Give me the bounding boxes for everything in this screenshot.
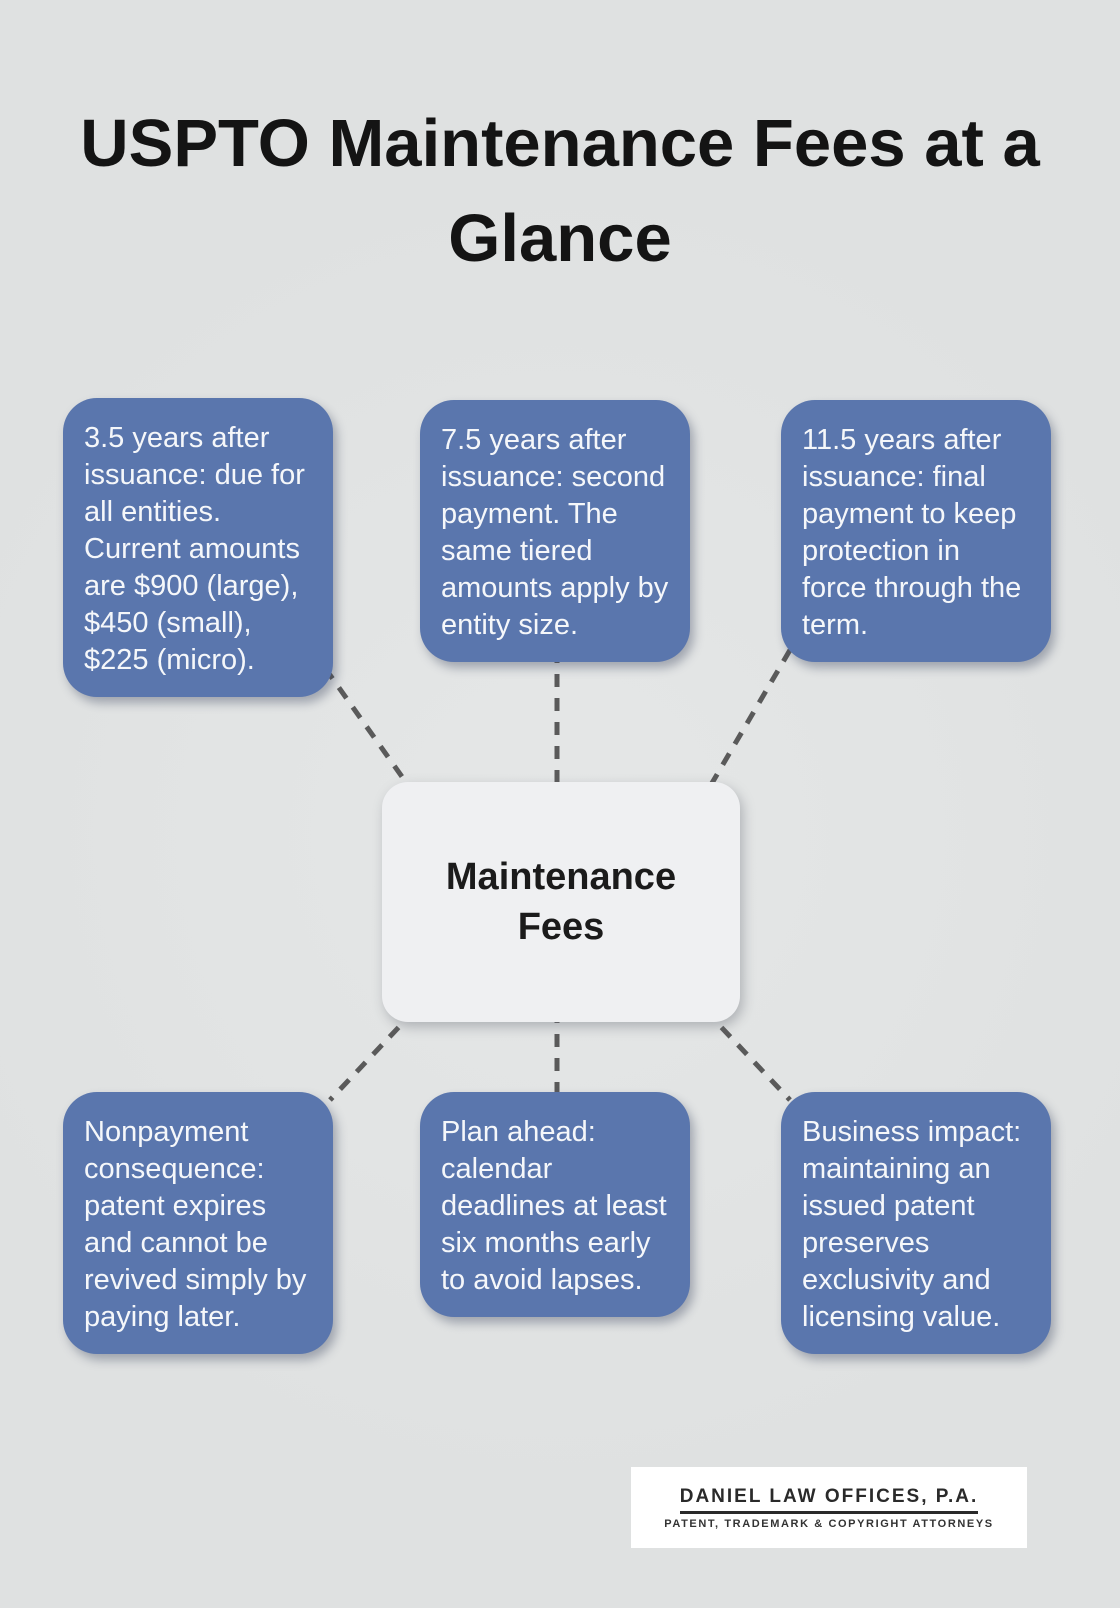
connector-top-right <box>702 648 793 797</box>
node-3-5-years: 3.5 years after issuance: due for all en… <box>63 398 333 697</box>
node-7-5-years: 7.5 years after issuance: second payment… <box>420 400 690 662</box>
node-11-5-years: 11.5 years after issuance: final payment… <box>781 400 1051 662</box>
firm-name: DANIEL LAW OFFICES, P.A. <box>679 1486 979 1514</box>
page-title: USPTO Maintenance Fees at a Glance <box>80 106 1040 276</box>
connector-bottom-left <box>328 1008 417 1102</box>
firm-logo: DANIEL LAW OFFICES, P.A. PATENT, TRADEMA… <box>631 1467 1027 1548</box>
node-plan-ahead: Plan ahead: calendar deadlines at least … <box>420 1092 690 1317</box>
connector-bottom-right <box>703 1008 792 1102</box>
node-business-impact: Business impact: maintaining an issued p… <box>781 1092 1051 1354</box>
node-nonpayment: Nonpayment consequence: patent expires a… <box>63 1092 333 1354</box>
firm-tagline: PATENT, TRADEMARK & COPYRIGHT ATTORNEYS <box>664 1517 994 1530</box>
connector-top-left <box>322 666 418 797</box>
center-node-maintenance-fees: Maintenance Fees <box>382 782 740 1022</box>
